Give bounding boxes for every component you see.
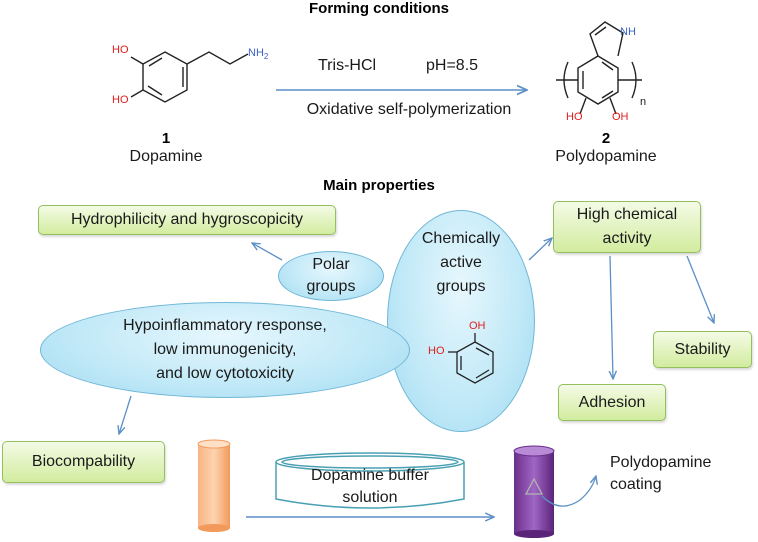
buffer-solution-label: Dopamine buffer solution xyxy=(276,465,464,509)
dopamine-ethylamine-chain xyxy=(186,51,249,65)
arrow-to-coating-label xyxy=(541,476,596,507)
chemically-active-line-3: groups xyxy=(436,278,486,295)
high-activity-line-1: High chemical xyxy=(576,206,678,223)
dopamine-structure xyxy=(130,51,249,103)
polydopamine-nh-label: NH xyxy=(620,26,636,38)
process-label: Oxidative self-polymerization xyxy=(306,101,512,118)
coated-substrate-cylinder xyxy=(513,445,555,538)
hypo-oval: Hypoinflammatory response, low immunogen… xyxy=(40,302,410,398)
chemically-active-text: Chemically active groups xyxy=(387,227,535,299)
dopamine-oh-bond-top xyxy=(130,56,144,65)
chemically-active-line-2: active xyxy=(440,254,482,271)
hydrophilicity-box: Hydrophilicity and hygroscopicity xyxy=(38,205,336,235)
bracket-left xyxy=(563,61,569,99)
triangle-marker-icon xyxy=(524,477,544,495)
hypo-line-3: and low cytotoxicity xyxy=(156,365,294,382)
arrow-hypo-to-biocompatibility xyxy=(119,395,132,434)
compound-1-name: Dopamine xyxy=(129,148,203,165)
arrow-polar-to-hydrophilicity xyxy=(252,243,283,261)
polymer-n-subscript: n xyxy=(640,96,647,108)
high-activity-line-2: activity xyxy=(602,230,652,247)
dopamine-benzene-ring xyxy=(142,51,188,103)
dopamine-amine-label: NH2 xyxy=(248,47,269,62)
arrow-activity-to-stability xyxy=(686,255,714,323)
pyrrole-double-bond xyxy=(594,26,607,36)
polydopamine-oh-right-label: OH xyxy=(612,111,629,123)
catechol-ring xyxy=(456,341,494,384)
hypo-line-1: Hypoinflammatory response, xyxy=(123,317,327,334)
catechol-structure xyxy=(448,333,494,384)
catechol-oh-top-label: OH xyxy=(469,320,486,332)
polydopamine-oh-left-label: HO xyxy=(566,111,583,123)
polar-groups-line-1: Polar xyxy=(312,256,350,273)
bracket-right xyxy=(631,61,637,99)
polar-groups-line-2: groups xyxy=(306,278,356,295)
biocompatibility-box: Biocompability xyxy=(2,441,165,483)
adhesion-box: Adhesion xyxy=(558,384,666,421)
reagent-label: Tris-HCl xyxy=(318,57,377,74)
buffer-line-2: solution xyxy=(342,489,398,506)
buffer-line-1: Dopamine buffer xyxy=(311,467,429,484)
dopamine-double-bonds xyxy=(147,57,184,96)
polydopamine-structure xyxy=(556,21,642,115)
polydopamine-double-bonds xyxy=(582,61,614,99)
stability-box: Stability xyxy=(653,331,752,368)
high-activity-box: High chemical activity xyxy=(553,201,701,253)
dopamine-oh-top-label: HO xyxy=(112,44,129,56)
coating-result-label: Polydopamine coating xyxy=(610,452,711,496)
hypo-line-2: low immunogenicity, xyxy=(153,341,297,358)
catechol-double-bonds xyxy=(460,347,490,379)
polydopamine-oh-bond-right xyxy=(609,97,617,115)
catechol-oh-left-label: HO xyxy=(428,345,445,357)
polar-groups-oval: Polar groups xyxy=(278,251,384,301)
dopamine-oh-bottom-label: HO xyxy=(112,94,129,106)
substrate-cylinder xyxy=(197,439,231,532)
polydopamine-oh-bond-left xyxy=(579,97,587,115)
heading-forming-conditions: Forming conditions xyxy=(309,0,449,17)
arrow-activity-to-adhesion xyxy=(610,255,613,379)
heading-main-properties: Main properties xyxy=(323,177,435,194)
buffer-dish xyxy=(275,452,465,509)
polydopamine-pyrrole-ring xyxy=(589,21,624,57)
polydopamine-benzene-ring xyxy=(577,55,619,105)
compound-1-number: 1 xyxy=(161,130,171,147)
arrow-active-to-high-activity xyxy=(528,238,552,261)
chemically-active-line-1: Chemically xyxy=(421,230,501,247)
coating-line-1: Polydopamine xyxy=(610,454,712,471)
compound-2-number: 2 xyxy=(601,130,611,147)
ph-label: pH=8.5 xyxy=(426,57,479,74)
coating-line-2: coating xyxy=(610,476,662,493)
dopamine-oh-bond-bottom xyxy=(130,89,144,98)
compound-2-name: Polydopamine xyxy=(555,148,657,165)
